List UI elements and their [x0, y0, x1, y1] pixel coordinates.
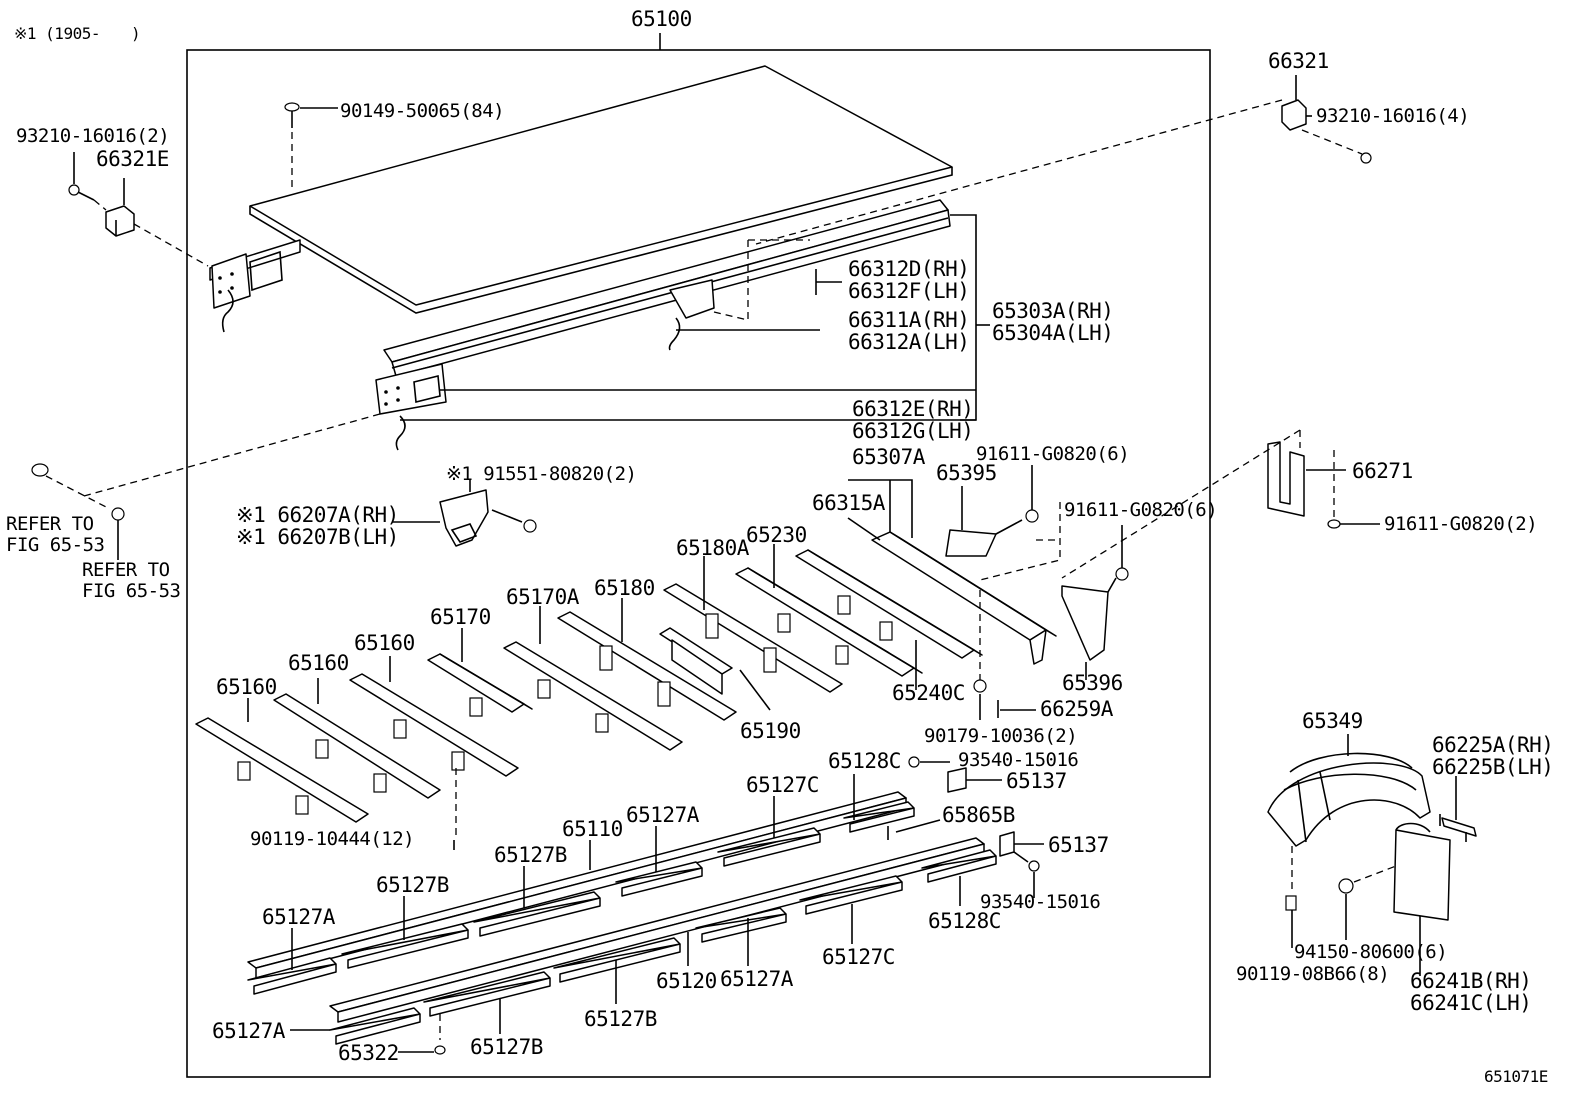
- label-90119-10444: 90119-10444(12): [250, 828, 415, 850]
- label-65127B-c: 65127B: [584, 1007, 657, 1031]
- nut-refer-fig: [31, 413, 381, 560]
- figure-id: 651071E: [1484, 1067, 1548, 1086]
- label-90119-08B66: 90119-08B66(8): [1236, 963, 1390, 985]
- label-65322: 65322: [338, 1041, 399, 1065]
- label-66311A: 66311A(RH) 66312A(LH): [848, 308, 970, 354]
- label-65240C: 65240C: [892, 681, 965, 705]
- label-65170: 65170: [430, 605, 491, 629]
- label-94150: 94150-80600(6): [1294, 941, 1448, 963]
- label-90179: 90179-10036(2): [924, 725, 1078, 747]
- label-65127B-b: 65127B: [494, 843, 567, 867]
- label-65170A: 65170A: [506, 585, 579, 609]
- deck-floor-panel: [249, 65, 953, 314]
- label-65180: 65180: [594, 576, 655, 600]
- u-bolt-66271: [1061, 429, 1380, 579]
- screw-90149: [284, 102, 338, 190]
- label-93540-top: 93540-15016: [958, 749, 1079, 771]
- label-65180A: 65180A: [676, 536, 749, 560]
- floor-strips: [247, 791, 997, 1045]
- label-65100: 65100: [631, 7, 692, 31]
- label-65128C-bottom: 65128C: [928, 909, 1001, 933]
- label-65396: 65396: [1062, 671, 1123, 695]
- label-93210-right: 93210-16016(4): [1316, 105, 1470, 127]
- assembly-frame: [186, 49, 1211, 1078]
- label-66241: 66241B(RH) 66241C(LH): [1410, 969, 1532, 1015]
- label-91611-b: 91611-G0820(6): [1064, 499, 1218, 521]
- label-65190: 65190: [740, 719, 801, 743]
- refer-label-2: REFER TO FIG 65-53: [82, 559, 181, 602]
- label-65127A-left: 65127A: [262, 905, 335, 929]
- side-rail-upper: [209, 239, 301, 333]
- label-66315A: 66315A: [812, 491, 885, 515]
- label-65303A: 65303A(RH) 65304A(LH): [992, 299, 1114, 345]
- refer-label-1: REFER TO FIG 65-53: [6, 513, 105, 556]
- cross-member-65307A: [847, 479, 1057, 665]
- gusset-65395: [945, 465, 1039, 557]
- label-65127B-a: 65127B: [376, 873, 449, 897]
- label-66312E: 66312E(RH) 66312G(LH): [852, 397, 974, 443]
- label-65127C-top: 65127C: [746, 773, 819, 797]
- label-65127B-d: 65127B: [470, 1035, 543, 1059]
- label-65137-bottom: 65137: [1048, 833, 1109, 857]
- label-65865B: 65865B: [942, 803, 1015, 827]
- label-93540-bottom: 93540-15016: [980, 891, 1101, 913]
- label-65127A-low: 65127A: [212, 1019, 285, 1043]
- label-65110: 65110: [562, 817, 623, 841]
- label-66321: 66321: [1268, 49, 1329, 73]
- label-90149: 90149-50065(84): [340, 100, 505, 122]
- side-rail-lower: [375, 199, 951, 451]
- pin-66312D: [815, 269, 842, 295]
- label-65127C-bottom: 65127C: [822, 945, 895, 969]
- label-91611-c: 91611-G0820(2): [1384, 513, 1538, 535]
- label-65349: 65349: [1302, 709, 1363, 733]
- bracket-66207: [392, 480, 537, 547]
- label-65160-b: 65160: [288, 651, 349, 675]
- label-91551: ※1 91551-80820(2): [446, 463, 637, 485]
- label-66225: 66225A(RH) 66225B(LH): [1432, 733, 1554, 779]
- label-93210-left: 93210-16016(2): [16, 125, 170, 147]
- label-66207: ※1 66207A(RH) ※1 66207B(LH): [236, 503, 399, 549]
- label-65137-top: 65137: [1006, 769, 1067, 793]
- label-65307A: 65307A: [852, 445, 925, 469]
- cross-members: [195, 549, 983, 823]
- bumper-66321E: [68, 152, 209, 267]
- bracket-65137-top: [908, 756, 1002, 793]
- label-66321E: 66321E: [96, 147, 169, 171]
- mudguard-65349: [1267, 734, 1431, 948]
- label-65160-c: 65160: [354, 631, 415, 655]
- gusset-65396: [1061, 525, 1129, 680]
- label-65120: 65120: [656, 969, 717, 993]
- label-65128C-top: 65128C: [828, 749, 901, 773]
- label-65127A-mid: 65127A: [720, 967, 793, 991]
- label-91611-a: 91611-G0820(6): [976, 443, 1130, 465]
- label-66271: 66271: [1352, 459, 1413, 483]
- label-66259A: 66259A: [1040, 697, 1113, 721]
- bracket-65137-bottom: [999, 831, 1044, 898]
- bumper-66321: [755, 75, 1372, 245]
- label-65127A-top: 65127A: [626, 803, 699, 827]
- hanger-66225: [1439, 776, 1477, 842]
- label-66312D: 66312D(RH) 66312F(LH): [848, 257, 970, 303]
- mud-flap-66241: [1338, 822, 1451, 976]
- label-65160-a: 65160: [216, 675, 277, 699]
- label-65230: 65230: [746, 523, 807, 547]
- note-label: ※1 (1905- ): [14, 24, 141, 43]
- label-65395: 65395: [936, 461, 997, 485]
